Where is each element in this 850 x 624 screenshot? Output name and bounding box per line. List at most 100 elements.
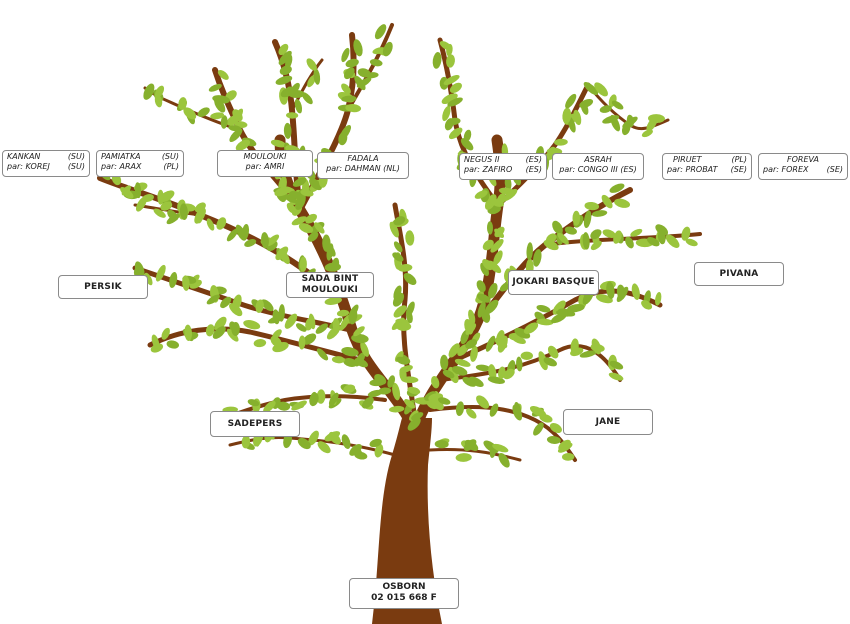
leaf (465, 339, 478, 349)
leaf (641, 129, 653, 138)
country-code: (SU) (161, 152, 179, 161)
leaf (212, 326, 226, 339)
leaf (135, 196, 147, 212)
leaf (331, 356, 345, 364)
leaf (486, 221, 494, 235)
leaf (583, 210, 592, 228)
leaf (606, 281, 615, 299)
leaf (235, 139, 251, 151)
leaf (475, 364, 491, 372)
tree-branch (392, 202, 418, 423)
country-code: (PL) (731, 155, 747, 164)
leaf (332, 318, 340, 333)
leaf (455, 453, 472, 462)
leaf (608, 372, 624, 381)
leaf (533, 249, 542, 267)
leaf (345, 58, 359, 68)
horse-name: SADEPERS (227, 418, 283, 429)
leaf (448, 127, 463, 140)
leaf (484, 299, 499, 315)
leaf (496, 193, 506, 207)
leaf (322, 234, 331, 252)
leaf (277, 401, 291, 411)
leaf (166, 340, 180, 349)
leaf (232, 294, 242, 311)
leaf (601, 194, 613, 209)
horse-name: KANKAN (7, 152, 41, 161)
leaf (641, 300, 653, 310)
leaf (573, 109, 582, 126)
leaf (316, 389, 326, 404)
leaf (341, 47, 350, 63)
leaf (536, 305, 551, 313)
sire-line: par: DAHMAN (NL) (326, 164, 400, 173)
country-code: (SE) (826, 165, 843, 174)
leaf (331, 257, 340, 272)
leaf (369, 378, 386, 387)
leaf (533, 422, 544, 436)
leaf (307, 74, 316, 88)
leaf (514, 327, 531, 339)
leaf (462, 376, 477, 387)
leaf (283, 193, 298, 204)
leaf (590, 343, 605, 352)
leaf (460, 138, 474, 151)
leaf (270, 139, 287, 148)
leaf (389, 405, 405, 413)
leaf (488, 282, 498, 299)
leaf (283, 122, 292, 139)
leaf (299, 256, 307, 272)
leaf (405, 230, 415, 246)
leaf (316, 348, 329, 361)
horse-name-line2: MOULOUKI (301, 285, 359, 295)
leaf (549, 422, 562, 434)
leaf (194, 207, 206, 224)
leaf (438, 397, 451, 405)
horse-name: JOKARI BASQUE (512, 277, 595, 287)
leaf (611, 100, 624, 110)
pedigree-box-negus: NEGUS II(ES) par: ZAFIRO(ES) (459, 153, 547, 180)
sire-line: par: KOREJ (7, 162, 50, 171)
leaf (520, 351, 533, 360)
horse-name: JANE (595, 416, 621, 427)
pedigree-box-jane: JANE (563, 409, 653, 435)
leaf (308, 430, 319, 446)
leaf (362, 396, 374, 409)
leaf (516, 356, 523, 372)
leaf (341, 95, 357, 103)
leaf (278, 248, 290, 265)
leaf (389, 221, 400, 238)
leaf (286, 112, 299, 119)
sire-line: par: FOREX (763, 165, 809, 174)
horse-name: PIVANA (719, 268, 759, 279)
leaf (305, 213, 317, 224)
leaf (609, 360, 624, 370)
leaf (143, 83, 155, 100)
country-code: (ES) (525, 155, 542, 164)
leaf (613, 230, 622, 244)
leaf (630, 228, 643, 237)
leaf (324, 431, 341, 442)
leaf (584, 201, 600, 211)
leaf (609, 183, 625, 193)
leaf (526, 242, 533, 261)
pedigree-box-piruet: PIRUET(PL) par: PROBAT(SE) (662, 153, 752, 180)
tree-branch (228, 436, 397, 457)
leaf (564, 226, 577, 235)
leaf (685, 238, 698, 247)
leaf (558, 439, 571, 451)
leaf (341, 434, 351, 449)
tree-branch (147, 326, 363, 363)
leaf (397, 264, 413, 272)
leaf (317, 441, 331, 454)
leaf (393, 216, 406, 226)
leaf (300, 189, 314, 197)
leaf (343, 357, 358, 368)
leaf (463, 439, 477, 451)
leaf (278, 50, 292, 65)
sire-line: par: CONGO III (ES) (559, 165, 637, 174)
leaf (270, 335, 282, 348)
leaf (205, 324, 215, 337)
leaf (562, 452, 575, 461)
leaf (482, 259, 493, 271)
